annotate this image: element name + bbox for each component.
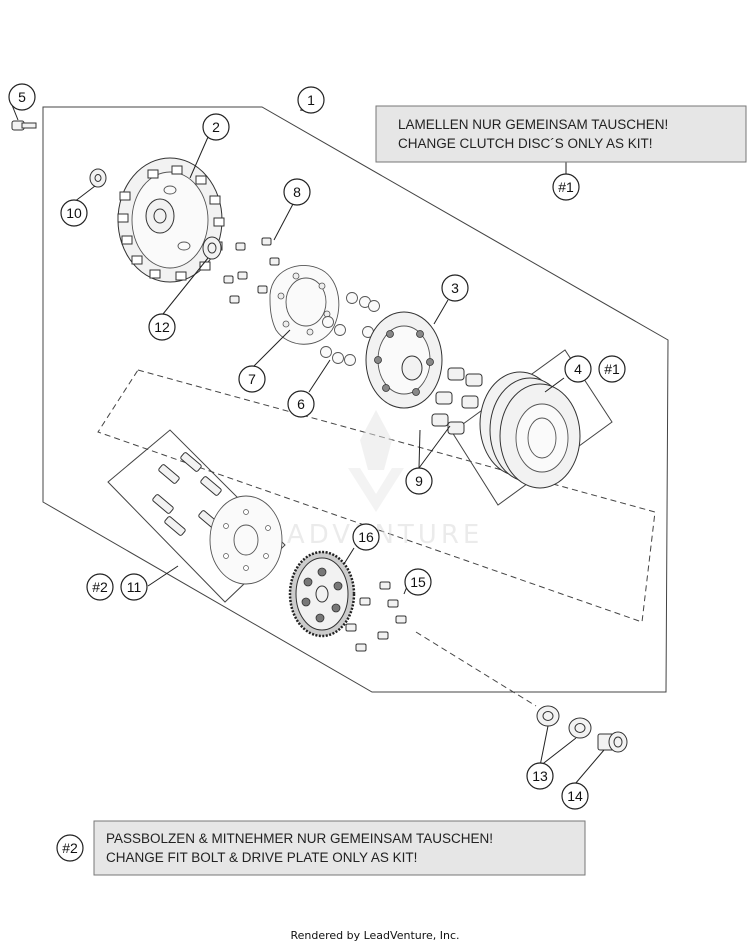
svg-text:16: 16 <box>358 529 374 545</box>
kit-callout-2-part11[interactable]: #2 <box>86 573 114 601</box>
callout-10[interactable]: 10 <box>60 199 88 227</box>
part-primary-gear-16 <box>288 550 356 638</box>
part-washer-10 <box>89 168 107 188</box>
drive-plate-kit-box <box>107 429 286 603</box>
svg-text:6: 6 <box>297 396 305 412</box>
note-kit-1-line1: LAMELLEN NUR GEMEINSAM TAUSCHEN! <box>398 117 668 132</box>
assembly-outline <box>42 106 669 693</box>
shaft-dashed-line <box>415 631 537 707</box>
svg-text:#2: #2 <box>62 840 78 856</box>
svg-text:9: 9 <box>415 473 423 489</box>
callout-5[interactable]: 5 <box>8 83 36 111</box>
note-kit-2-line1: PASSBOLZEN & MITNEHMER NUR GEMEINSAM TAU… <box>106 831 493 846</box>
part-fit-bolts-drive-plate-11 <box>152 452 283 585</box>
callout-1[interactable]: 1 <box>297 86 325 114</box>
part-balls-6 <box>320 292 380 366</box>
svg-text:3: 3 <box>451 280 459 296</box>
callout-9[interactable]: 9 <box>405 467 433 495</box>
kit-callout-2-note[interactable]: #2 <box>56 834 84 862</box>
note-kit-2: PASSBOLZEN & MITNEHMER NUR GEMEINSAM TAU… <box>93 820 586 876</box>
callout-11[interactable]: 11 <box>120 573 148 601</box>
svg-text:13: 13 <box>532 768 548 784</box>
callout-12[interactable]: 12 <box>148 313 176 341</box>
svg-text:11: 11 <box>127 579 142 595</box>
svg-text:14: 14 <box>567 788 583 804</box>
footer-credit: Rendered by LeadVenture, Inc. <box>290 929 460 942</box>
kit-callout-1-note[interactable]: #1 <box>552 173 580 201</box>
callout-15[interactable]: 15 <box>404 568 432 596</box>
callout-3[interactable]: 3 <box>441 274 469 302</box>
svg-text:12: 12 <box>154 319 170 335</box>
svg-text:8: 8 <box>293 184 301 200</box>
kit-callout-1-part4[interactable]: #1 <box>598 355 626 383</box>
svg-text:2: 2 <box>212 119 220 135</box>
svg-text:#1: #1 <box>558 179 574 195</box>
svg-text:1: 1 <box>307 92 315 108</box>
part-springs-9 <box>431 367 483 435</box>
svg-text:4: 4 <box>574 361 582 377</box>
svg-text:15: 15 <box>410 574 426 590</box>
part-screws-8 <box>223 237 280 304</box>
svg-text:7: 7 <box>248 371 256 387</box>
part-bushings-13 <box>536 705 592 739</box>
part-plate-7 <box>269 265 340 345</box>
svg-text:5: 5 <box>18 89 26 105</box>
svg-text:#2: #2 <box>92 579 108 595</box>
svg-text:10: 10 <box>66 205 82 221</box>
note-kit-2-line2: CHANGE FIT BOLT & DRIVE PLATE ONLY AS KI… <box>106 850 417 865</box>
callout-16[interactable]: 16 <box>352 523 380 551</box>
part-clutch-basket-2 <box>117 157 225 283</box>
callout-7[interactable]: 7 <box>238 365 266 393</box>
part-spacer-14 <box>597 731 628 753</box>
callout-2[interactable]: 2 <box>202 113 230 141</box>
callout-13[interactable]: 13 <box>526 762 554 790</box>
callout-14[interactable]: 14 <box>561 782 589 810</box>
svg-text:#1: #1 <box>604 361 620 377</box>
leader-lines <box>11 104 605 785</box>
callout-6[interactable]: 6 <box>287 390 315 418</box>
callout-8[interactable]: 8 <box>283 178 311 206</box>
part-thrust-washer-12 <box>202 236 222 260</box>
part-pressure-plate-3 <box>365 311 443 409</box>
part-bolt-5 <box>11 120 37 131</box>
note-kit-1-line2: CHANGE CLUTCH DISC´S ONLY AS KIT! <box>398 136 653 151</box>
note-kit-1: LAMELLEN NUR GEMEINSAM TAUSCHEN! CHANGE … <box>375 105 747 163</box>
part-clutch-discs-4 <box>479 371 581 489</box>
part-screws-15 <box>345 581 407 652</box>
callout-4[interactable]: 4 <box>564 355 592 383</box>
